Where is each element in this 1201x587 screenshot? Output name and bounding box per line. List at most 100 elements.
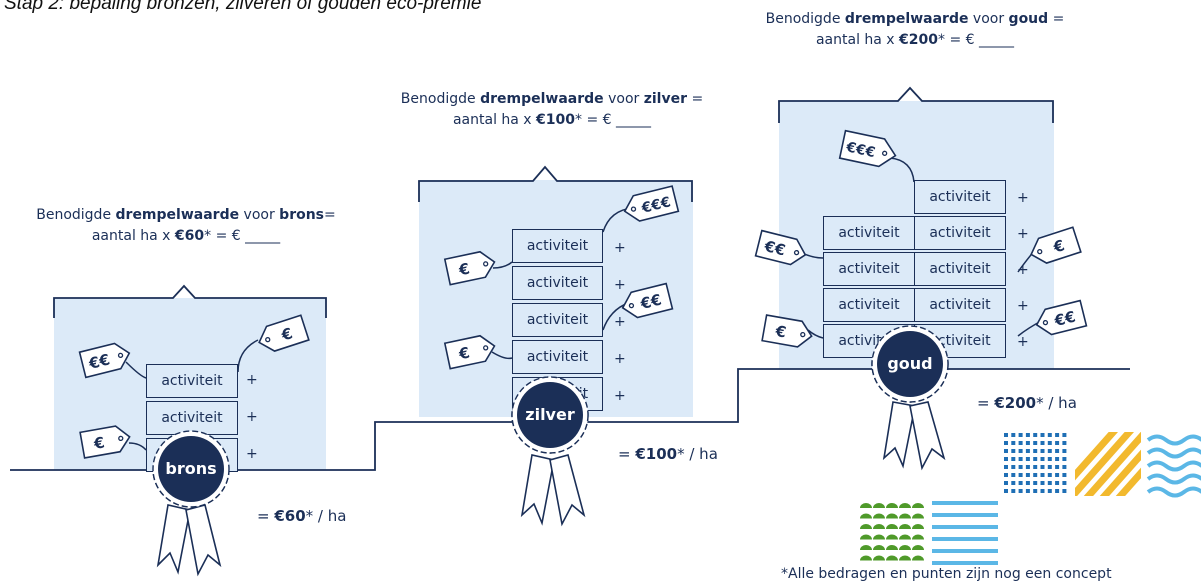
- price-tag-icon: €: [761, 314, 814, 353]
- activity-box: activiteit: [146, 401, 238, 435]
- pattern-dot: [1055, 481, 1060, 485]
- pattern-dot: [1062, 441, 1067, 445]
- tag-label: €€: [638, 291, 664, 314]
- pattern-hill: [860, 513, 872, 519]
- plus-sign: +: [1017, 298, 1029, 314]
- plus-sign: +: [614, 351, 626, 367]
- req-text: =: [687, 91, 704, 107]
- pattern-dot: [1004, 457, 1008, 461]
- pattern-dot: [1055, 489, 1060, 493]
- pattern-dot: [1040, 465, 1045, 469]
- pattern-dot: [1040, 473, 1045, 477]
- pattern-dot: [1004, 489, 1008, 493]
- pattern-dot: [1011, 449, 1016, 453]
- pattern-dot: [1062, 481, 1067, 485]
- pattern-dot: [1040, 441, 1045, 445]
- pattern-dot: [1055, 457, 1060, 461]
- pattern-dot: [1047, 473, 1052, 477]
- goud-rate: = €200* / ha: [977, 394, 1077, 412]
- brons-rate: = €60* / ha: [257, 507, 346, 525]
- plus-sign: +: [246, 446, 258, 462]
- price-tag-icon: €€: [754, 229, 808, 270]
- goud-requirement: Benodigde drempelwaarde voor goud = aant…: [750, 9, 1080, 51]
- pattern-hill: [873, 534, 885, 540]
- pattern-dot: [1011, 489, 1016, 493]
- pattern-dot: [1011, 465, 1016, 469]
- pattern-dot: [1025, 489, 1030, 493]
- pattern-hill: [912, 545, 924, 550]
- pattern-dots-grid: [1004, 433, 1067, 493]
- pattern-hill: [873, 503, 885, 508]
- pattern-dot: [1018, 433, 1023, 437]
- pattern-dot: [1040, 489, 1045, 493]
- price-tag-icon: €: [443, 250, 497, 288]
- pattern-waves-tile: [1146, 434, 1201, 498]
- pattern-hill: [899, 534, 911, 540]
- pattern-hill: [886, 513, 898, 519]
- tag-label: €€€: [844, 139, 877, 161]
- pattern-dot: [1025, 481, 1030, 485]
- pattern-dot: [1033, 489, 1038, 493]
- tag-label: €: [278, 324, 294, 345]
- pattern-dot: [1047, 481, 1052, 485]
- pattern-dot: [1018, 449, 1023, 453]
- req-text: * = € _____: [204, 228, 281, 244]
- price-tag-icon: €€: [620, 282, 674, 323]
- plus-sign: +: [1017, 334, 1029, 350]
- brons-medal-label: brons: [165, 459, 217, 478]
- pattern-dot: [1033, 433, 1038, 437]
- rate-text: * / ha: [305, 507, 347, 525]
- pattern-dot: [1025, 473, 1030, 477]
- req-text: voor: [968, 11, 1009, 27]
- plus-sign: +: [1017, 226, 1029, 242]
- pattern-hills-tile: [860, 503, 924, 561]
- plus-sign: +: [246, 372, 258, 388]
- activity-box: activiteit: [512, 303, 603, 337]
- price-tag-icon: €: [79, 424, 132, 462]
- pattern-dot: [1047, 433, 1052, 437]
- pattern-dot: [1018, 489, 1023, 493]
- pattern-dot: [1033, 473, 1038, 477]
- pattern-dot: [1011, 473, 1016, 477]
- pattern-dot: [1062, 489, 1067, 493]
- pattern-hill: [912, 524, 924, 529]
- activity-box: activiteit: [512, 340, 603, 374]
- pattern-dot: [1055, 465, 1060, 469]
- plus-sign: +: [614, 314, 626, 330]
- pattern-dot: [1018, 441, 1023, 445]
- pattern-hill: [860, 545, 872, 550]
- tag-label: €: [1050, 236, 1066, 257]
- plus-sign: +: [614, 277, 626, 293]
- plus-sign: +: [614, 240, 626, 256]
- tag-label: €€€: [639, 194, 672, 217]
- rate-amount: €60: [274, 507, 306, 525]
- zilver-rate: = €100* / ha: [618, 445, 718, 463]
- pattern-dot: [1004, 465, 1008, 469]
- req-text: aantal ha x: [815, 32, 900, 48]
- pattern-dot: [1040, 433, 1045, 437]
- pattern-dot: [1047, 441, 1052, 445]
- pattern-dot: [1047, 449, 1052, 453]
- pattern-hill: [912, 555, 924, 561]
- price-tag-icon: €€€: [838, 129, 898, 172]
- pattern-dot: [1062, 457, 1067, 461]
- pattern-hill: [899, 524, 911, 529]
- pattern-hill: [886, 503, 898, 508]
- goud-medal-label: goud: [887, 354, 933, 373]
- pattern-dot: [1011, 457, 1016, 461]
- pattern-hill: [860, 524, 872, 529]
- req-text: Benodigde: [36, 207, 116, 223]
- req-text: Benodigde: [765, 11, 845, 27]
- activity-box: activiteit: [823, 252, 915, 286]
- tag-label: €€: [86, 350, 112, 373]
- activity-box: activiteit: [146, 364, 238, 398]
- page-heading: Stap 2: bepaling bronzen, zilveren of go…: [4, 0, 482, 14]
- pattern-hill: [886, 524, 898, 529]
- tag-label: €€: [762, 237, 788, 260]
- pattern-dot: [1025, 449, 1030, 453]
- activity-box: activiteit: [823, 324, 915, 358]
- pattern-hill: [886, 555, 898, 561]
- pattern-dot: [1004, 449, 1008, 453]
- pattern-dot: [1062, 433, 1067, 437]
- plus-sign: +: [1017, 190, 1029, 206]
